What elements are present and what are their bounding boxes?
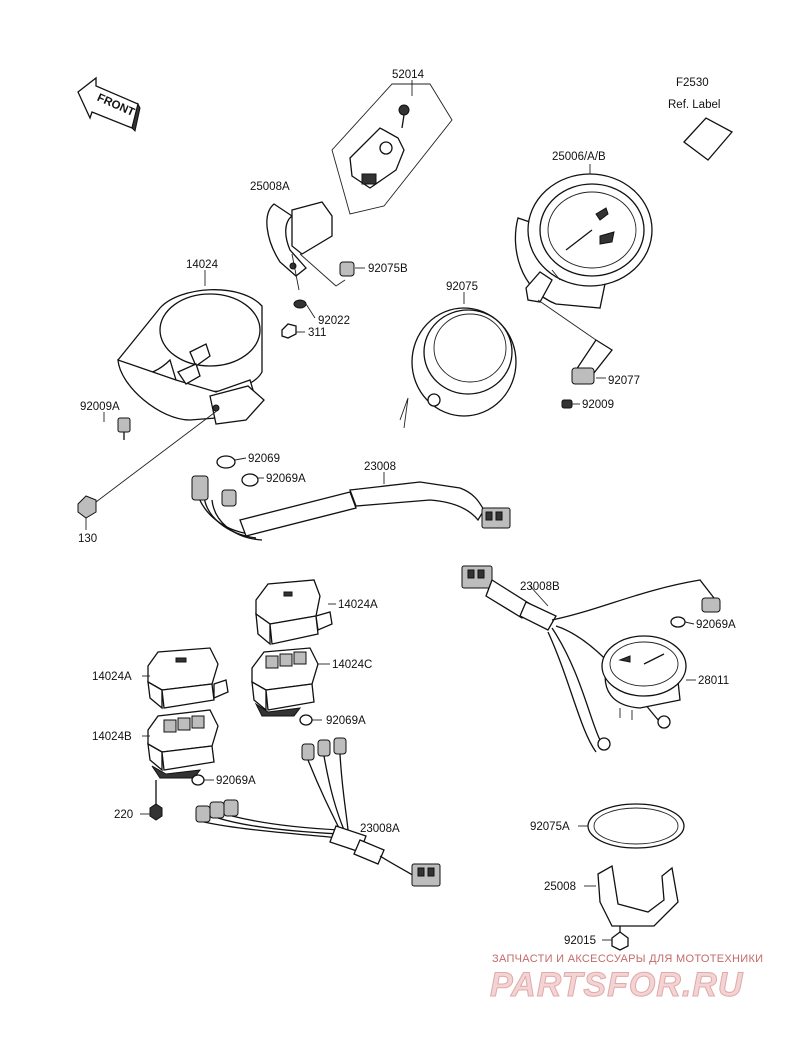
front-arrow-icon: FRONT bbox=[77, 76, 141, 133]
ref-label-group: F2530 Ref. Label bbox=[668, 77, 734, 161]
ref-label-text: Ref. Label bbox=[668, 99, 720, 111]
nut-92015 bbox=[602, 926, 629, 951]
part-label-14024a-left: 14024A bbox=[92, 671, 132, 683]
washer-nut-92022-311 bbox=[281, 299, 316, 339]
relay-box-14024a-left bbox=[142, 647, 229, 710]
part-label-92077: 92077 bbox=[608, 375, 640, 387]
relay-box-14024c bbox=[251, 647, 330, 717]
watermark: ЗАПЧАСТИ И АКСЕССУАРЫ ДЛЯ МОТОТЕХНИКИ PA… bbox=[490, 953, 764, 1005]
part-label-92069a-right: 92069A bbox=[696, 619, 736, 631]
part-label-14024a-top: 14024A bbox=[338, 599, 378, 611]
part-label-92069-top: 92069 bbox=[248, 453, 280, 465]
part-label-52014: 52014 bbox=[392, 69, 425, 81]
part-label-23008a: 23008A bbox=[360, 823, 400, 835]
figure-code: F2530 bbox=[676, 77, 709, 89]
screw-92009 bbox=[561, 399, 580, 409]
harness-23008 bbox=[191, 472, 511, 541]
part-label-92069a-top: 92069A bbox=[266, 473, 306, 485]
watermark-brand: PARTSFOR.RU bbox=[490, 966, 744, 1004]
screw-220 bbox=[140, 780, 163, 821]
harness-23008a bbox=[195, 737, 441, 887]
bolt-130 bbox=[77, 495, 97, 530]
switch-assembly-52014 bbox=[331, 80, 453, 215]
gauge-28011 bbox=[601, 635, 696, 720]
part-label-92075b: 92075B bbox=[368, 263, 408, 275]
screw-92009a bbox=[103, 412, 131, 440]
bulb-92069a-low bbox=[191, 774, 214, 786]
grommet-92075b bbox=[339, 261, 365, 277]
part-label-25006: 25006/A/B bbox=[552, 151, 606, 163]
part-label-220: 220 bbox=[114, 809, 133, 821]
relay-box-14024a-top bbox=[255, 579, 336, 646]
part-label-14024b: 14024B bbox=[92, 731, 132, 743]
part-label-92022: 92022 bbox=[318, 315, 350, 327]
meter-cover-14024 bbox=[95, 270, 265, 503]
bracket-25008a bbox=[266, 201, 346, 291]
ref-label-sticker bbox=[683, 117, 734, 161]
part-label-130: 130 bbox=[78, 533, 97, 545]
part-label-14024c: 14024C bbox=[332, 659, 372, 671]
part-label-92069a-low: 92069A bbox=[216, 775, 256, 787]
part-label-14024: 14024 bbox=[186, 259, 219, 271]
part-label-92069a-mid: 92069A bbox=[326, 715, 366, 727]
bulb-92069a-mid bbox=[299, 714, 322, 726]
part-label-23008: 23008 bbox=[364, 461, 396, 473]
part-label-92015: 92015 bbox=[564, 935, 596, 947]
part-label-92009: 92009 bbox=[582, 399, 614, 411]
part-label-25008a: 25008A bbox=[250, 181, 290, 193]
part-label-92075a: 92075A bbox=[530, 821, 570, 833]
ring-92075 bbox=[399, 292, 517, 429]
watermark-tagline: ЗАПЧАСТИ И АКСЕССУАРЫ ДЛЯ МОТОТЕХНИКИ bbox=[492, 953, 763, 965]
part-label-23008b: 23008B bbox=[520, 581, 560, 593]
meter-25006 bbox=[514, 164, 653, 341]
part-label-92009a: 92009A bbox=[80, 401, 120, 413]
bracket-25008 bbox=[584, 864, 679, 927]
relay-box-14024b bbox=[142, 709, 219, 779]
part-label-28011: 28011 bbox=[698, 675, 729, 687]
part-label-25008: 25008 bbox=[544, 881, 576, 893]
part-labels: 52014 25008A 92075B 92022 311 14024 9200… bbox=[78, 69, 736, 947]
cable-92077 bbox=[571, 339, 613, 385]
part-label-311: 311 bbox=[308, 327, 326, 339]
ring-92075a bbox=[578, 803, 685, 849]
bulbs-92069-top bbox=[216, 455, 264, 487]
bulb-92069a-right bbox=[670, 597, 721, 628]
harness-23008b bbox=[461, 565, 715, 753]
part-label-92075: 92075 bbox=[446, 281, 478, 293]
